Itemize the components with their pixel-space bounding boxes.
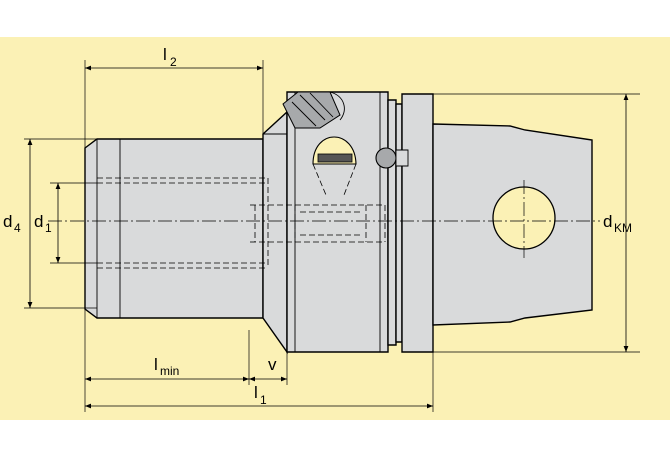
svg-text:1: 1: [45, 221, 52, 235]
label-d4: d 4: [3, 212, 21, 235]
svg-text:min: min: [160, 364, 179, 378]
svg-text:d: d: [34, 212, 43, 231]
svg-text:l: l: [154, 355, 158, 374]
tool-holder-body: [84, 91, 593, 355]
label-l2: l 2: [163, 45, 177, 69]
svg-text:l: l: [163, 45, 167, 64]
coolant-pocket: [312, 136, 357, 196]
svg-text:d: d: [603, 212, 612, 231]
internal-bore-hidden: [97, 177, 386, 269]
label-l1: l 1: [254, 383, 267, 407]
svg-text:1: 1: [260, 393, 267, 407]
label-dkm: d KM: [603, 212, 632, 235]
svg-text:v: v: [268, 355, 277, 374]
svg-text:KM: KM: [614, 221, 632, 235]
label-lmin: l min: [154, 355, 179, 378]
cross-hole: [492, 186, 556, 250]
svg-text:l: l: [254, 383, 258, 402]
svg-text:d: d: [3, 212, 12, 231]
svg-text:4: 4: [14, 221, 21, 235]
svg-text:2: 2: [170, 55, 177, 69]
label-v: v: [268, 355, 277, 374]
clamping-screw: [282, 91, 345, 129]
ball-detent: [375, 147, 409, 169]
label-d1: d 1: [34, 212, 52, 235]
